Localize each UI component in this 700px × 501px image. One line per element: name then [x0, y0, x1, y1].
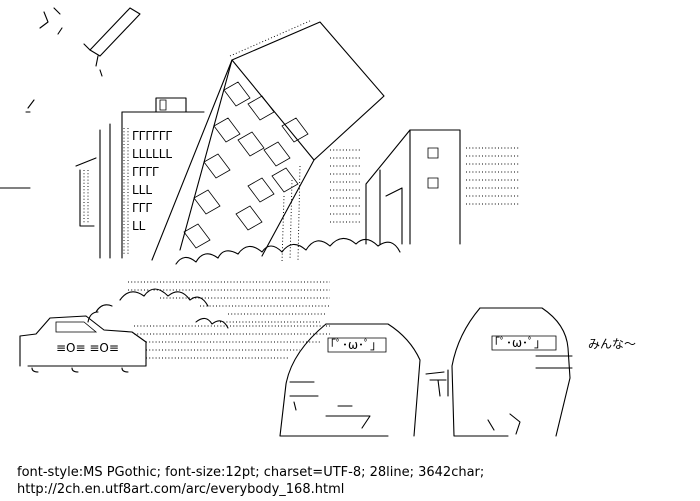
speech-text: みんな〜 [588, 337, 636, 351]
car-text: ≡O≡ ≡O≡ [56, 341, 119, 355]
left-character: ｢ﾟ･ω･ﾟ｣ [280, 324, 446, 436]
missile-icon [84, 8, 140, 76]
footer-url[interactable]: http://2ch.en.utf8art.com/arc/everybody_… [17, 482, 345, 497]
svg-text:ΓΓΓ: ΓΓΓ [132, 201, 152, 215]
svg-text:LLL: LLL [132, 183, 152, 197]
svg-text:LLLLLL: LLLLLL [132, 147, 172, 161]
right-building-icon [330, 130, 520, 244]
face-left: ｢ﾟ･ω･ﾟ｣ [330, 338, 376, 352]
tilted-building-icon [152, 20, 384, 262]
svg-text:LL: LL [132, 219, 146, 233]
left-building-icon: ΓΓΓΓΓΓ LLLLLL ΓΓΓΓ LLL ΓΓΓ LL [76, 98, 204, 258]
footer-meta: font-style:MS PGothic; font-size:12pt; c… [17, 465, 485, 480]
svg-text:ΓΓΓΓ: ΓΓΓΓ [132, 165, 159, 179]
right-character: ｢ﾟ･ω･ﾟ｣ [438, 308, 572, 436]
ascii-art-scene: ΓΓΓΓΓΓ LLLLLL ΓΓΓΓ LLL ΓΓΓ LL ≡O≡ ≡O≡ [0, 0, 636, 455]
car-icon: ≡O≡ ≡O≡ [20, 316, 330, 372]
svg-text:ΓΓΓΓΓΓ: ΓΓΓΓΓΓ [132, 129, 172, 143]
dust-cloud-icon [88, 238, 400, 328]
debris-icon [0, 8, 62, 188]
face-right: ｢ﾟ･ω･ﾟ｣ [494, 336, 540, 350]
